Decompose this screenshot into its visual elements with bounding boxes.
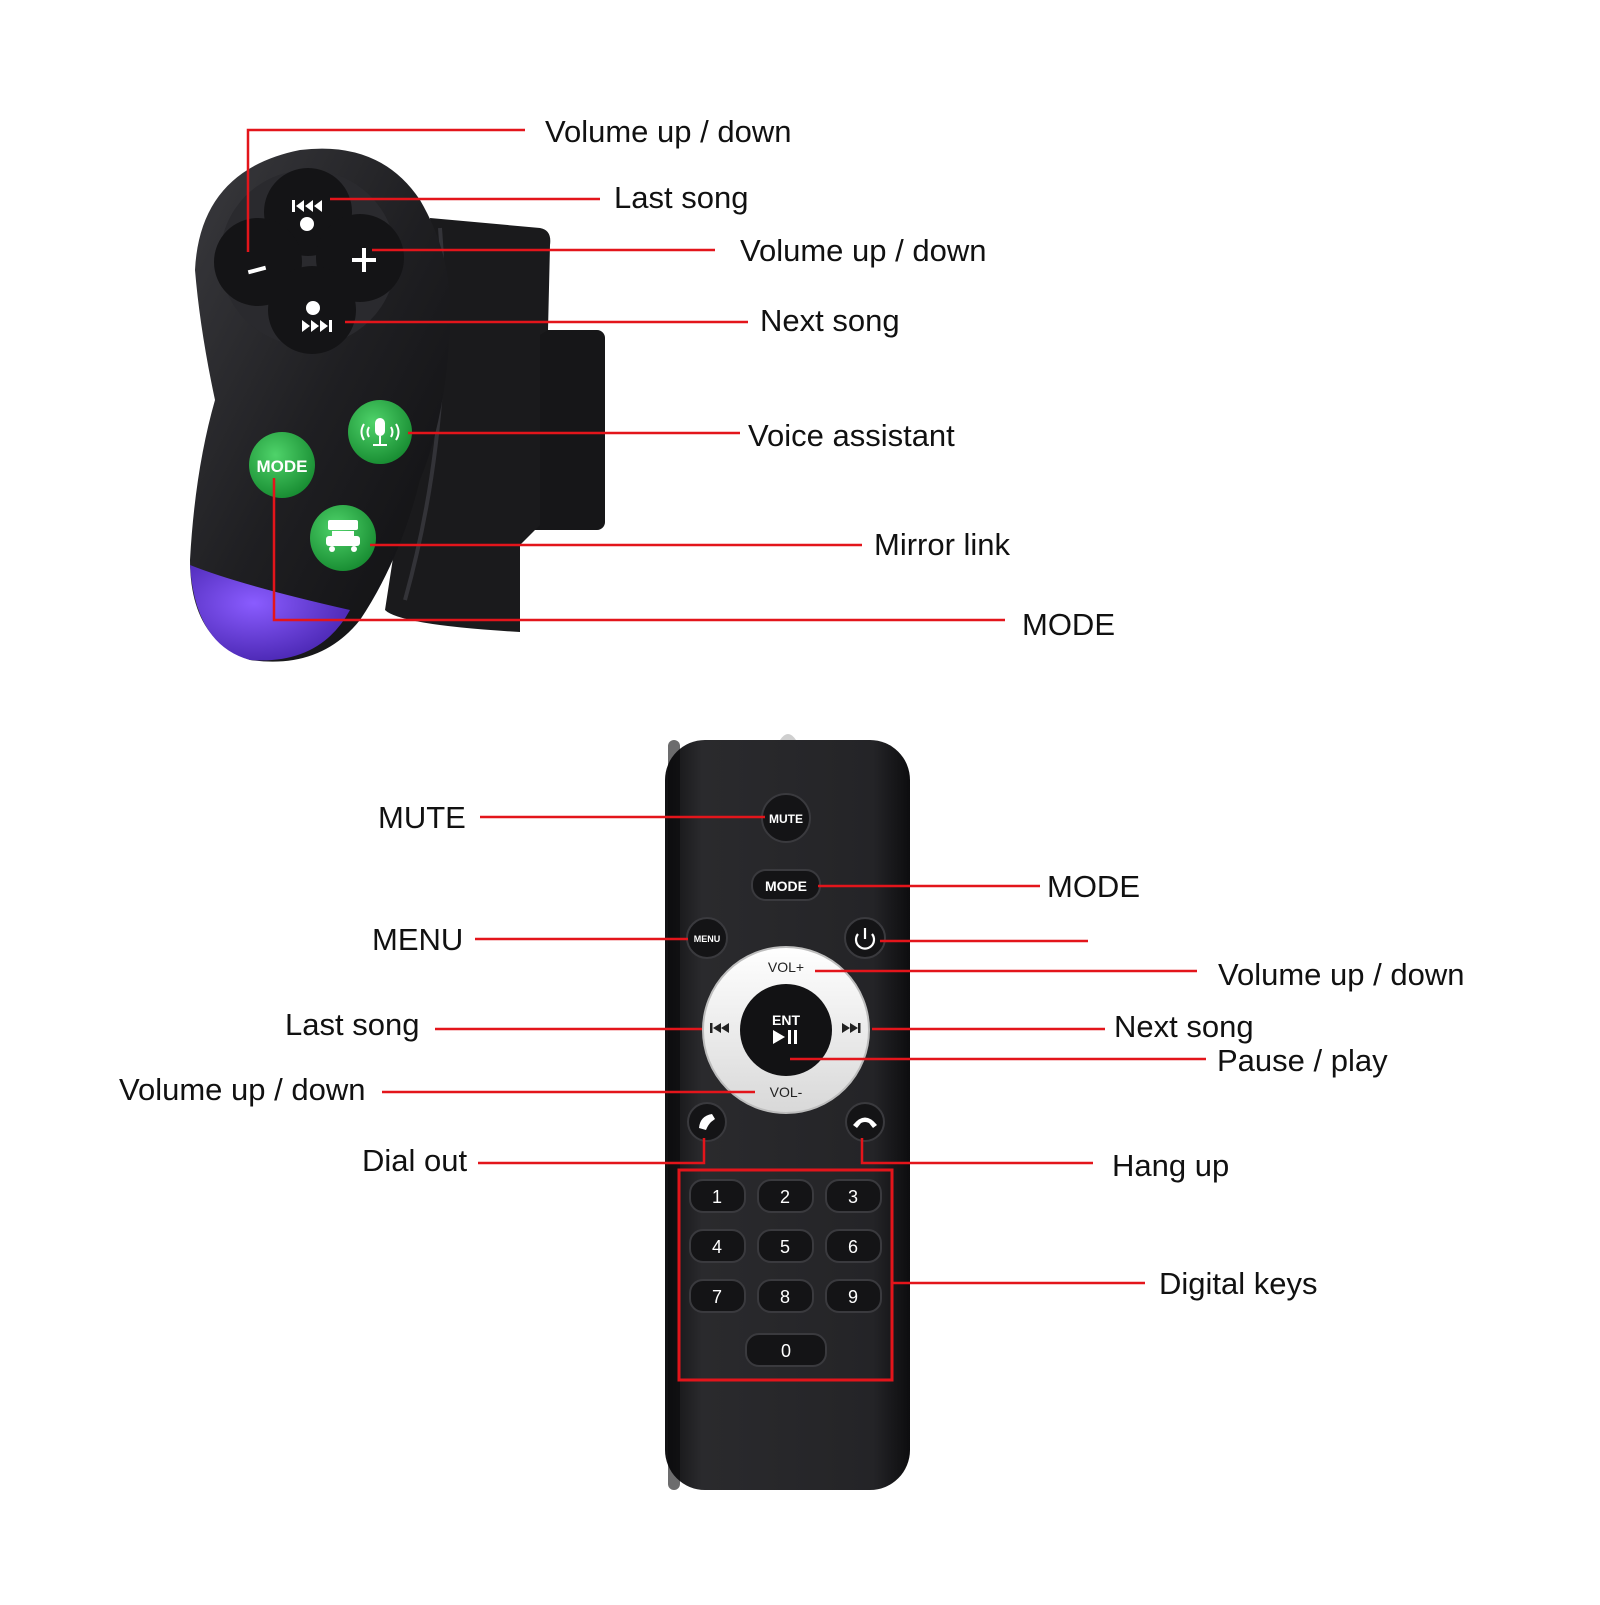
mute-key-text: MUTE xyxy=(769,812,803,826)
phone-dial-icon xyxy=(699,1114,715,1130)
mirror-link-key[interactable] xyxy=(310,505,376,571)
digit-key-text: 2 xyxy=(780,1187,790,1207)
skip-back-icon xyxy=(710,1023,729,1033)
label-pause-play: Pause / play xyxy=(1217,1043,1388,1078)
label-volume-left-handheld: Volume up / down xyxy=(119,1072,366,1107)
digit-key[interactable]: 0 xyxy=(745,1333,827,1367)
label-last-song-handheld: Last song xyxy=(285,1007,420,1042)
label-volume-right: Volume up / down xyxy=(740,233,987,268)
menu-key[interactable]: MENU xyxy=(686,917,728,959)
digit-key-text: 4 xyxy=(712,1237,722,1257)
label-voice-assistant: Voice assistant xyxy=(748,418,955,453)
digit-key[interactable]: 4 xyxy=(689,1229,746,1263)
mode-key-text: MODE xyxy=(257,457,308,476)
label-mode-handheld: MODE xyxy=(1047,869,1140,904)
four-way-pad xyxy=(214,168,404,354)
car-link-icon xyxy=(326,520,360,552)
label-hang-up: Hang up xyxy=(1112,1148,1230,1183)
label-dial-out: Dial out xyxy=(362,1143,468,1178)
handheld-remote: MUTE MODE MENU VOL+ VOL- xyxy=(382,734,1206,1490)
steering-leader-lines xyxy=(246,128,1005,622)
skip-forward-phone-icon xyxy=(302,301,332,332)
minus-icon xyxy=(247,265,267,275)
keypad-highlight-box xyxy=(677,1168,894,1382)
digit-key[interactable]: 3 xyxy=(825,1179,882,1213)
label-volume-right-handheld: Volume up / down xyxy=(1218,957,1465,992)
digit-key[interactable]: 9 xyxy=(825,1279,882,1313)
skip-back-phone-icon xyxy=(292,200,322,231)
hangup-key[interactable] xyxy=(845,1102,885,1142)
power-key[interactable] xyxy=(844,917,886,959)
label-mode-steering: MODE xyxy=(1022,607,1115,642)
digit-key-text: 9 xyxy=(848,1287,858,1307)
vol-plus-text: VOL+ xyxy=(768,959,804,975)
digit-key-text: 7 xyxy=(712,1287,722,1307)
menu-key-text: MENU xyxy=(694,934,721,944)
label-menu: MENU xyxy=(372,922,464,957)
dial-key[interactable] xyxy=(687,1102,727,1142)
digit-key[interactable]: 8 xyxy=(757,1279,814,1313)
digit-key-text: 0 xyxy=(781,1341,791,1361)
plus-icon xyxy=(352,248,376,272)
digit-key-text: 8 xyxy=(780,1287,790,1307)
nav-ring[interactable]: VOL+ VOL- ENT xyxy=(702,946,870,1114)
remote-mode-key[interactable]: MODE xyxy=(751,869,821,901)
mute-key[interactable]: MUTE xyxy=(761,793,811,843)
handheld-leader-lines xyxy=(382,815,1206,1285)
steering-remote: MODE xyxy=(190,128,1005,662)
digit-key-text: 5 xyxy=(780,1237,790,1257)
remote-mode-key-text: MODE xyxy=(765,878,807,894)
digit-key[interactable]: 5 xyxy=(757,1229,814,1263)
mode-key[interactable]: MODE xyxy=(249,432,315,498)
label-mute: MUTE xyxy=(378,800,466,835)
digit-key[interactable]: 7 xyxy=(689,1279,746,1313)
digit-key[interactable]: 1 xyxy=(689,1179,746,1213)
label-digital-keys: Digital keys xyxy=(1159,1266,1318,1301)
ent-key[interactable]: ENT xyxy=(740,984,832,1076)
microphone-icon xyxy=(360,418,400,446)
digit-key-text: 1 xyxy=(712,1187,722,1207)
ir-lens xyxy=(190,565,350,661)
digit-key-text: 6 xyxy=(848,1237,858,1257)
digit-key[interactable]: 6 xyxy=(825,1229,882,1263)
skip-forward-icon xyxy=(842,1023,861,1033)
digital-keypad: 1 2 3 4 5 6 7 8 9 0 xyxy=(689,1179,882,1367)
vol-minus-text: VOL- xyxy=(770,1084,803,1100)
label-next-song: Next song xyxy=(760,303,900,338)
power-icon xyxy=(854,928,876,950)
strap xyxy=(525,330,605,530)
play-pause-icon xyxy=(773,1030,797,1044)
digit-key-text: 3 xyxy=(848,1187,858,1207)
label-next-song-handheld: Next song xyxy=(1114,1009,1254,1044)
label-mirror-link: Mirror link xyxy=(874,527,1011,562)
label-volume-top: Volume up / down xyxy=(545,114,792,149)
phone-hangup-icon xyxy=(853,1117,877,1128)
voice-assistant-key[interactable] xyxy=(348,400,412,464)
label-last-song: Last song xyxy=(614,180,749,215)
digit-key[interactable]: 2 xyxy=(757,1179,814,1213)
ent-key-text: ENT xyxy=(772,1012,800,1028)
